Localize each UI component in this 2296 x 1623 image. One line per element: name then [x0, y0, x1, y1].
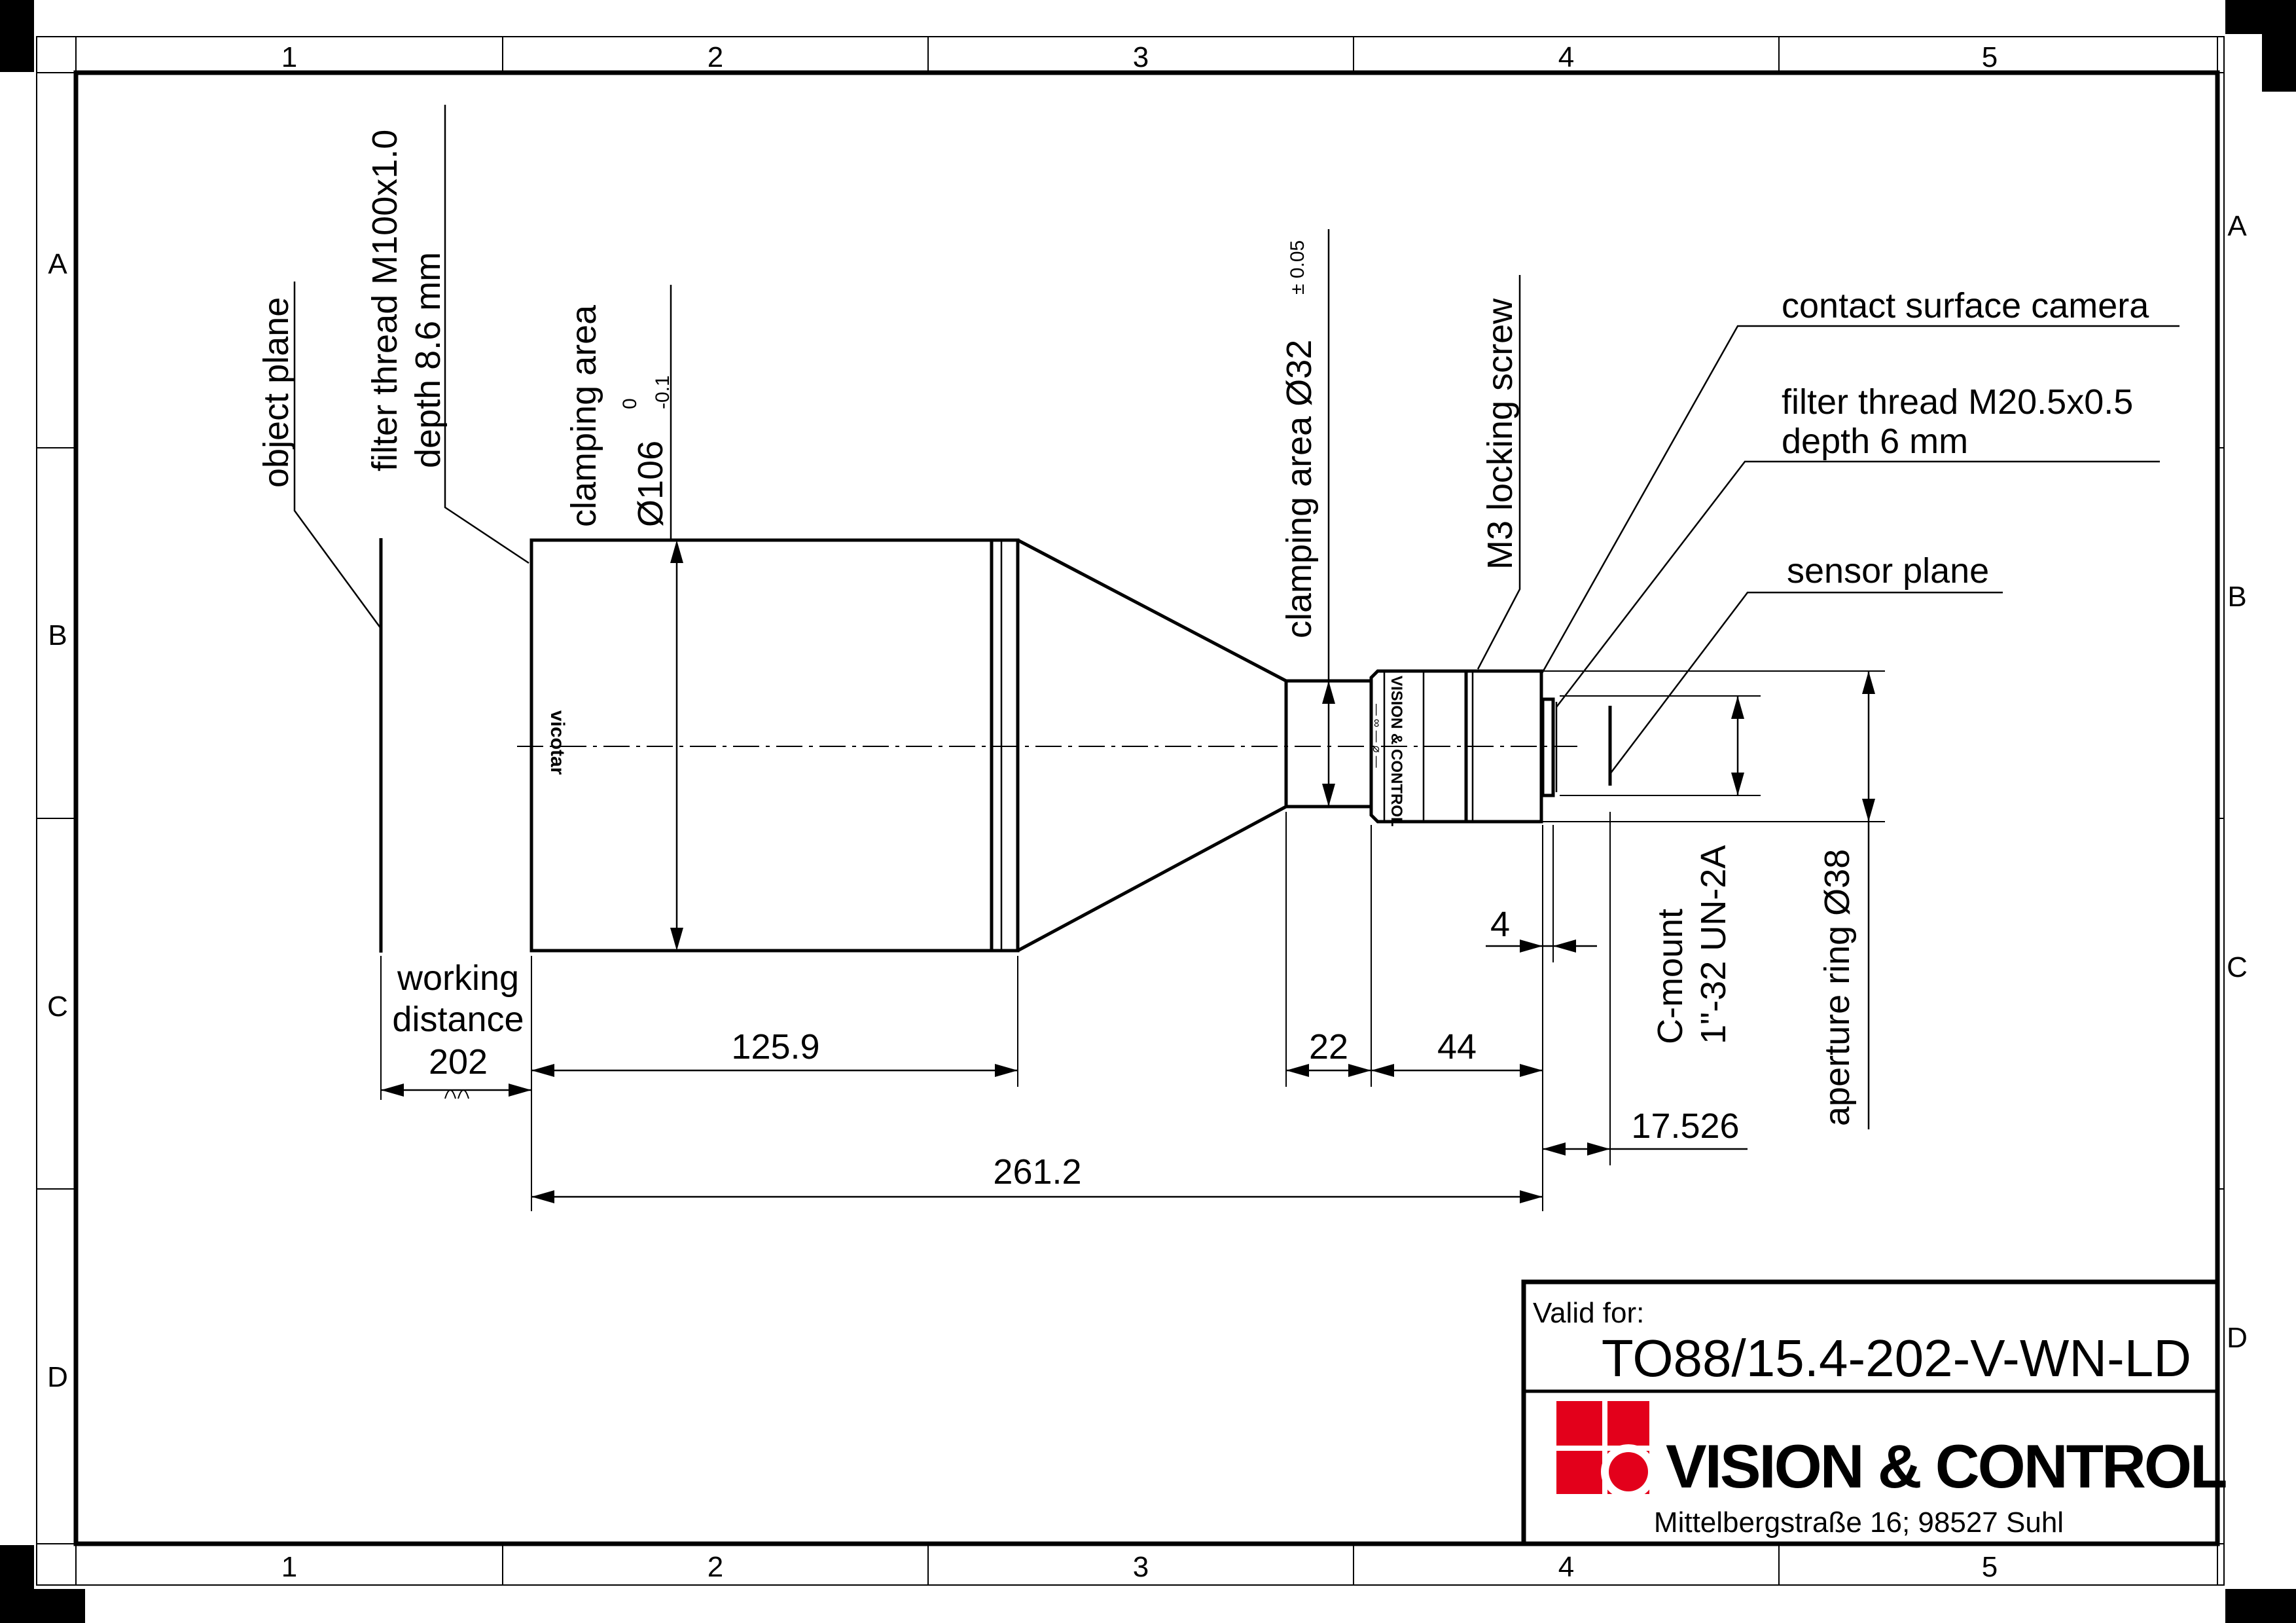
- working-distance-label-1: working: [397, 958, 519, 998]
- company-name: VISION & CONTROL: [1666, 1432, 2226, 1501]
- col-label-bottom-2: 2: [708, 1551, 723, 1583]
- leader-lines: [293, 105, 2179, 807]
- locking-screw-label: M3 locking screw: [1480, 298, 1520, 570]
- row-label-right-a: A: [2227, 210, 2247, 242]
- dim-rear-section: 44: [1437, 1027, 1477, 1067]
- row-label-left-c: C: [47, 991, 68, 1023]
- clamping-rear-label: clamping area Ø32: [1280, 340, 1319, 638]
- aperture-ring-label: aperture ring Ø38: [1818, 849, 1857, 1126]
- col-label-top-4: 4: [1558, 41, 1574, 73]
- col-label-top-1: 1: [281, 41, 297, 73]
- c-mount-thread: [1541, 697, 1555, 797]
- row-label-left-a: A: [48, 248, 67, 280]
- col-label-top-3: 3: [1133, 41, 1149, 73]
- dim-mount-offset: 4: [1490, 905, 1510, 944]
- taper-section: [1016, 538, 1287, 953]
- row-label-left-b: B: [48, 619, 67, 651]
- working-distance-label-2: distance: [392, 1000, 524, 1039]
- col-label-bottom-5: 5: [1982, 1551, 1998, 1583]
- row-label-right-c: C: [2227, 951, 2248, 983]
- row-label-right-b: B: [2227, 581, 2246, 613]
- contact-surface-label: contact surface camera: [1782, 286, 2149, 325]
- c-mount-label-1: C-mount: [1651, 909, 1690, 1044]
- dim-flange-distance: 17.526: [1631, 1106, 1739, 1146]
- col-label-bottom-4: 4: [1558, 1551, 1574, 1583]
- filter-thread-rear-label-2: depth 6 mm: [1782, 422, 1968, 461]
- title-block: Valid for: TO88/15.4-202-V-WN-LD VISION …: [1521, 1279, 2228, 1546]
- clamping-rear-tol: ± 0.05: [1287, 240, 1308, 295]
- sensor-plane-label: sensor plane: [1787, 551, 1989, 591]
- horizontal-labels: contact surface camera filter thread M20…: [392, 286, 2149, 1192]
- dimension-lines: [380, 540, 1885, 1211]
- lens-brand-text: vicotar: [547, 710, 568, 775]
- col-label-bottom-1: 1: [281, 1551, 297, 1583]
- filter-thread-rear-label-1: filter thread M20.5x0.5: [1782, 382, 2133, 422]
- filter-thread-front-label-1: filter thread M100x1.0: [365, 130, 404, 471]
- row-label-right-d: D: [2227, 1322, 2248, 1354]
- dim-total-length: 261.2: [993, 1152, 1081, 1192]
- clamping-front-label-1: clamping area: [564, 304, 603, 527]
- vertical-labels: object plane filter thread M100x1.0 dept…: [257, 130, 1857, 1126]
- col-label-top-2: 2: [708, 41, 723, 73]
- row-label-left-d: D: [47, 1361, 68, 1393]
- ring-brand-text: VISION & CONTROL: [1388, 676, 1405, 827]
- company-logo: [1556, 1401, 1656, 1499]
- clamping-front-label-2: Ø106: [631, 441, 670, 527]
- company-address: Mittelbergstraße 16; 98527 Suhl: [1654, 1506, 2064, 1539]
- dim-front-barrel: 125.9: [731, 1027, 819, 1067]
- ring-marks-text: — ∞ — ⌀ —: [1371, 704, 1384, 768]
- dim-rear-clamp: 22: [1309, 1027, 1348, 1067]
- grid-labels: 1 2 3 4 5 1 2 3 4 5 A B C D A B C D: [47, 41, 2248, 1583]
- front-barrel: [529, 538, 1020, 953]
- lens-body: vicotar VISION & CONTROL — ∞ — ⌀ —: [529, 538, 1558, 953]
- object-plane-label: object plane: [257, 297, 296, 488]
- filter-thread-front-label-2: depth 8.6 mm: [408, 252, 448, 468]
- part-number: TO88/15.4-202-V-WN-LD: [1602, 1329, 2191, 1387]
- dim-working-distance: 202: [429, 1042, 488, 1082]
- clamping-front-tol-upper: 0: [619, 398, 641, 409]
- col-label-top-5: 5: [1982, 41, 1998, 73]
- col-label-bottom-3: 3: [1133, 1551, 1149, 1583]
- valid-for-label: Valid for:: [1533, 1297, 1644, 1329]
- c-mount-label-2: 1"-32 UN-2A: [1694, 845, 1733, 1044]
- clamping-front-tol-lower: -0.1: [652, 375, 673, 409]
